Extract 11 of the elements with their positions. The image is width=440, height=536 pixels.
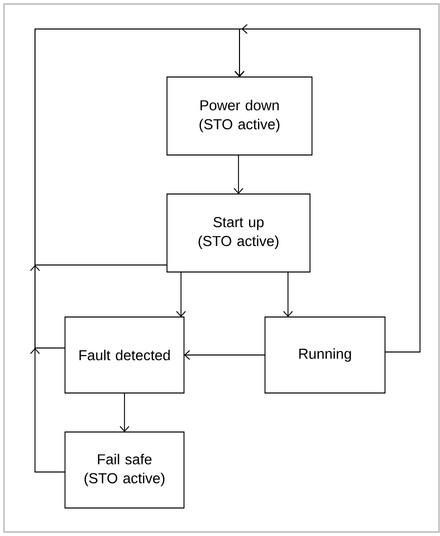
arrow [234, 154, 244, 194]
arrow [234, 24, 420, 352]
state-box: Fault detected [64, 316, 184, 394]
arrow [176, 272, 186, 317]
state-box: Power down (STO active) [166, 76, 312, 156]
state-box: Fail safe (STO active) [64, 432, 184, 508]
arrow [184, 350, 266, 360]
state-box: Start up (STO active) [166, 194, 310, 272]
arrow [120, 392, 130, 432]
state-box: Running [264, 316, 386, 394]
arrow [283, 272, 293, 317]
